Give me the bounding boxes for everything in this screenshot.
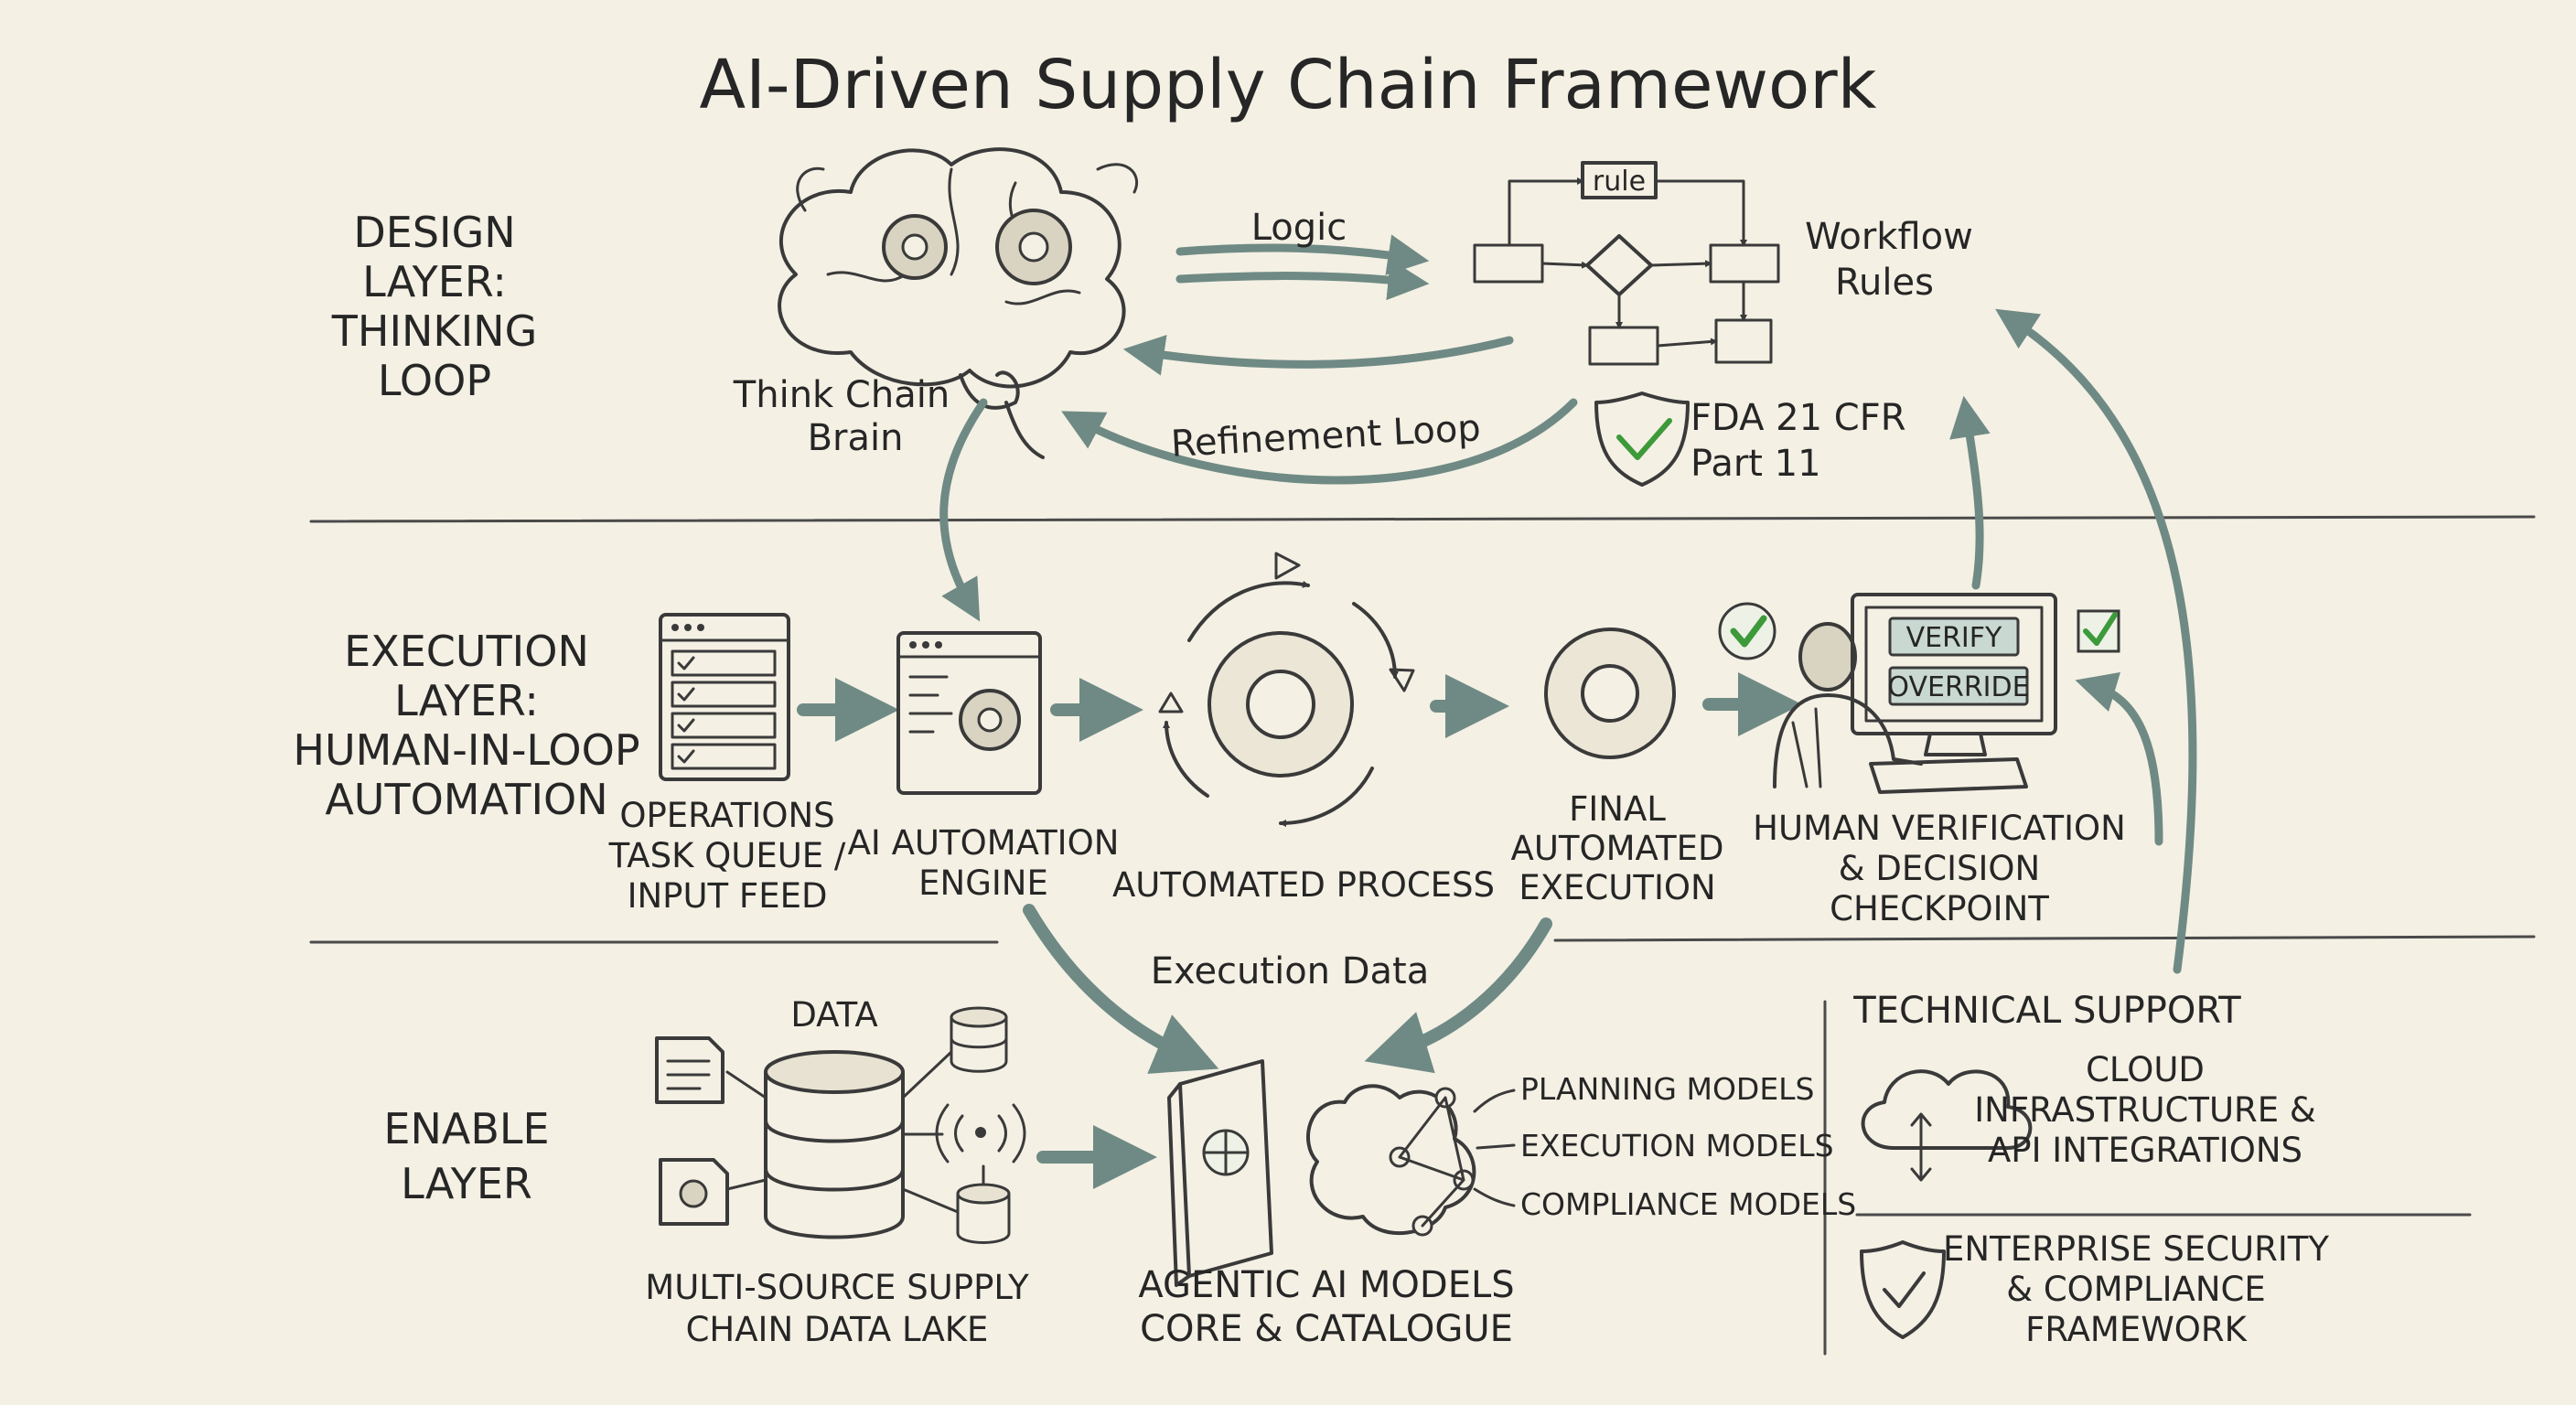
execution-layer-label: EXECUTION LAYER: HUMAN-IN-LOOP AUTOMATIO… [293, 627, 639, 824]
refinement-arrow-outer [1061, 398, 1578, 485]
refinement-arrow-inner [1122, 335, 1514, 376]
final-execution-line-3: EXECUTION [1519, 868, 1715, 907]
human-checkpoint-line-1: HUMAN VERIFICATION [1753, 809, 2126, 848]
cloud-line-3: API INTEGRATIONS [1988, 1131, 2302, 1170]
final-execution-line-2: AUTOMATED [1511, 829, 1724, 868]
data-label: DATA [790, 995, 877, 1035]
data-lake-line-2: CHAIN DATA LAKE [686, 1310, 989, 1349]
database-icon [764, 1050, 905, 1239]
enable-layer-line-1: ENABLE [383, 1104, 549, 1153]
final-to-core-arrow [1364, 917, 1552, 1074]
enable-layer-label: ENABLE LAYER [383, 1104, 549, 1208]
task-queue-line-1: OPERATIONS [619, 796, 834, 835]
engine-window-icon [896, 631, 1042, 795]
engine-gear-icon [959, 689, 1021, 751]
fda-label-line-2: Part 11 [1690, 443, 1821, 485]
design-layer-line-2: LAYER: [362, 257, 507, 306]
support-to-checkpoint-arrow [2075, 671, 2163, 846]
logic-label: Logic [1251, 207, 1347, 249]
cloud-line-1: CLOUD [2086, 1050, 2205, 1089]
override-button-label: OVERRIDE [1887, 671, 2029, 703]
support-to-workflow-arrow [1995, 308, 2197, 974]
separator-design-execution [309, 515, 2536, 523]
refinement-label: Refinement Loop [1170, 407, 1482, 466]
checkmark-badge-icon [1718, 602, 1776, 660]
final-execution-line-1: FINAL [1569, 789, 1666, 829]
technical-support-title: TECHNICAL SUPPORT [1852, 990, 2241, 1032]
security-line-2: & COMPLIANCE [2006, 1270, 2266, 1309]
brain-gear-left-icon [882, 214, 948, 280]
automated-process-label: AUTOMATED PROCESS [1112, 865, 1495, 905]
brain-icon [778, 147, 1139, 459]
design-layer-line-3: THINKING [331, 306, 537, 356]
agentic-core-line-1: AGENTIC AI MODELS [1138, 1264, 1514, 1306]
document-icon [655, 1036, 729, 1226]
engine-to-core-arrow [1023, 904, 1219, 1074]
cloud-icon [1861, 1069, 2033, 1182]
brain-label-line-2: Brain [808, 417, 904, 459]
design-layer-line-1: DESIGN [353, 208, 515, 257]
brain-to-engine-arrow [939, 398, 988, 622]
security-line-1: ENTERPRISE SECURITY [1943, 1229, 2329, 1269]
human-checkpoint-line-2: & DECISION [1839, 849, 2040, 888]
ai-network-brain-icon [1306, 1084, 1476, 1237]
design-layer-line-4: LOOP [378, 356, 491, 405]
enable-layer-line-2: LAYER [401, 1159, 532, 1208]
wireless-signal-icon [935, 1103, 1026, 1164]
catalogue-book-icon [1167, 1059, 1273, 1287]
fda-shield-icon [1594, 391, 1690, 487]
execution-layer-line-4: AUTOMATION [325, 775, 607, 824]
verify-button[interactable]: VERIFY [1888, 617, 2020, 657]
agentic-core-line-2: CORE & CATALOGUE [1140, 1308, 1513, 1350]
logic-arrow [1175, 234, 1430, 275]
human-checkpoint-line-3: CHECKPOINT [1830, 889, 2049, 928]
task-queue-line-3: INPUT FEED [628, 876, 828, 916]
design-layer-label: DESIGN LAYER: THINKING LOOP [331, 208, 537, 405]
cloud-line-2: INFRASTRUCTURE & [1974, 1090, 2316, 1130]
task-queue-icon [659, 613, 790, 781]
monitor-icon [1851, 593, 2057, 794]
workflow-flowchart: rule [1473, 161, 1780, 366]
engine-line-2: ENGINE [918, 863, 1048, 903]
fda-label-line-1: FDA 21 CFR [1690, 397, 1906, 439]
compliance-models-label: COMPLIANCE MODELS [1520, 1186, 1856, 1222]
execution-models-label: EXECUTION MODELS [1520, 1128, 1834, 1164]
task-queue-line-2: TASK QUEUE / [608, 836, 846, 875]
checkbox-checked-icon [2077, 609, 2120, 653]
separator-execution-enable-right [1553, 935, 2536, 942]
engine-line-1: AI AUTOMATION [848, 823, 1120, 863]
workflow-label-line-2: Rules [1835, 262, 1934, 304]
brain-label-line-1: Think Chain [733, 374, 950, 416]
security-shield-icon [1860, 1240, 1946, 1339]
small-database-bottom-icon [956, 1164, 1011, 1244]
page-title: AI-Driven Supply Chain Framework [699, 46, 1876, 124]
workflow-label-line-1: Workflow [1805, 216, 1973, 258]
human-to-compliance-arrow [1949, 395, 1991, 590]
flow-rule-label: rule [1593, 166, 1646, 198]
automated-process-icon [1158, 552, 1415, 827]
brain-gear-right-icon [995, 209, 1072, 285]
data-lake-line-1: MULTI-SOURCE SUPPLY [645, 1268, 1029, 1307]
execution-layer-line-3: HUMAN-IN-LOOP [293, 725, 639, 775]
execution-data-label: Execution Data [1151, 950, 1430, 992]
final-execution-gear-icon [1544, 627, 1676, 759]
execution-layer-line-2: LAYER: [394, 676, 539, 725]
override-button[interactable]: OVERRIDE [1887, 666, 2030, 706]
logic-arrow-2 [1175, 259, 1430, 301]
process-gear-icon [1208, 631, 1354, 778]
execution-layer-line-1: EXECUTION [344, 627, 589, 676]
security-line-3: FRAMEWORK [2025, 1310, 2249, 1349]
small-database-top-icon [950, 1006, 1008, 1073]
verify-button-label: VERIFY [1906, 622, 2002, 654]
planning-models-label: PLANNING MODELS [1520, 1071, 1815, 1107]
